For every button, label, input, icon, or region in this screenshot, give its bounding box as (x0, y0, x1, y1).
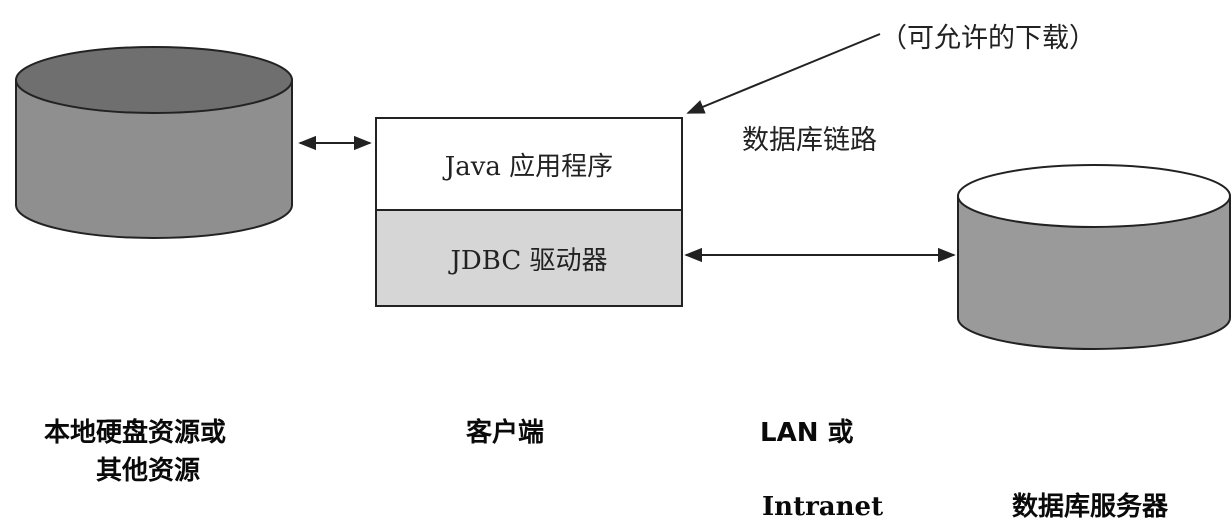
network-label-line2: Intranet (762, 492, 884, 522)
client-box (375, 117, 683, 307)
local-resources-label-line2: 其他资源 (96, 456, 201, 486)
local-disk-cylinder (15, 46, 293, 239)
network-label-line1: LAN 或 (760, 418, 854, 448)
download-arrow (686, 33, 881, 114)
database-server-label: 数据库服务器 (1012, 492, 1169, 522)
database-server-cylinder (957, 164, 1231, 350)
jdbc-driver-label: JDBC 驱动器 (450, 246, 608, 276)
local-resources-label-line1: 本地硬盘资源或 (44, 418, 227, 448)
client-label: 客户端 (466, 418, 545, 448)
jdbc-driver-section (375, 209, 683, 307)
download-note: （可允许的下载） (880, 23, 1096, 54)
db-link-label: 数据库链路 (742, 125, 877, 156)
java-app-label: Java 应用程序 (444, 152, 614, 182)
java-app-section (375, 117, 683, 211)
